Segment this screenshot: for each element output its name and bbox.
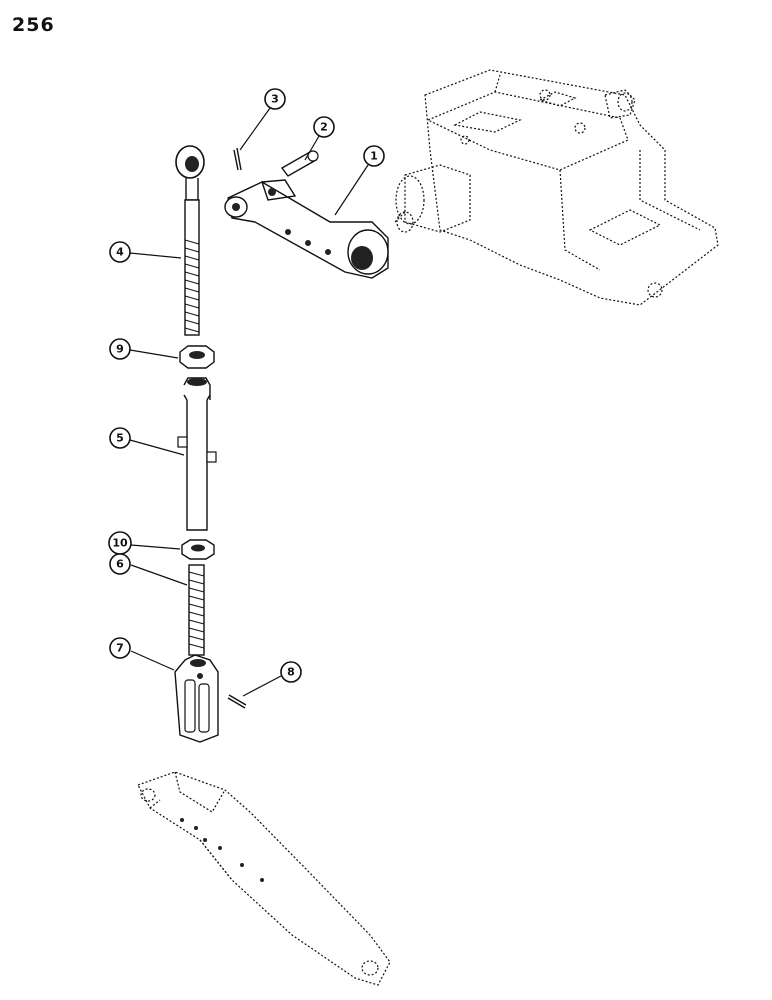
clevis	[174, 654, 219, 743]
callout-10: 10	[108, 531, 132, 555]
callout-9: 9	[109, 338, 131, 360]
threaded-stud	[188, 564, 205, 656]
callout-4-label: 4	[116, 246, 124, 259]
callout-8-label: 8	[287, 666, 295, 679]
adjusting-sleeve	[177, 377, 217, 531]
callout-6-label: 6	[116, 558, 124, 571]
callout-2-label: 2	[320, 121, 328, 134]
callout-1: 1	[363, 145, 385, 167]
callout-6: 6	[109, 553, 131, 575]
callout-8: 8	[280, 661, 302, 683]
lift-arm	[224, 179, 389, 279]
callout-5-label: 5	[116, 432, 124, 445]
jam-nut-upper	[179, 345, 215, 369]
callout-9-label: 9	[116, 343, 124, 356]
pin	[280, 150, 319, 177]
callout-5: 5	[109, 427, 131, 449]
cotter-pin	[233, 147, 242, 171]
upper-link-rod	[175, 145, 205, 336]
callout-3-label: 3	[271, 93, 279, 106]
callout-2: 2	[313, 116, 335, 138]
callout-4: 4	[109, 241, 131, 263]
callout-7: 7	[109, 637, 131, 659]
callout-7-label: 7	[116, 642, 124, 655]
callout-3: 3	[264, 88, 286, 110]
clevis-cotter-pin	[227, 694, 247, 709]
leader-lines	[129, 107, 369, 697]
lower-lift-link	[137, 771, 391, 986]
jam-nut-lower	[181, 539, 215, 560]
callout-10-label: 10	[112, 537, 128, 550]
page-number: 256	[12, 14, 55, 36]
callout-1-label: 1	[370, 150, 378, 163]
transmission-housing	[394, 69, 719, 306]
